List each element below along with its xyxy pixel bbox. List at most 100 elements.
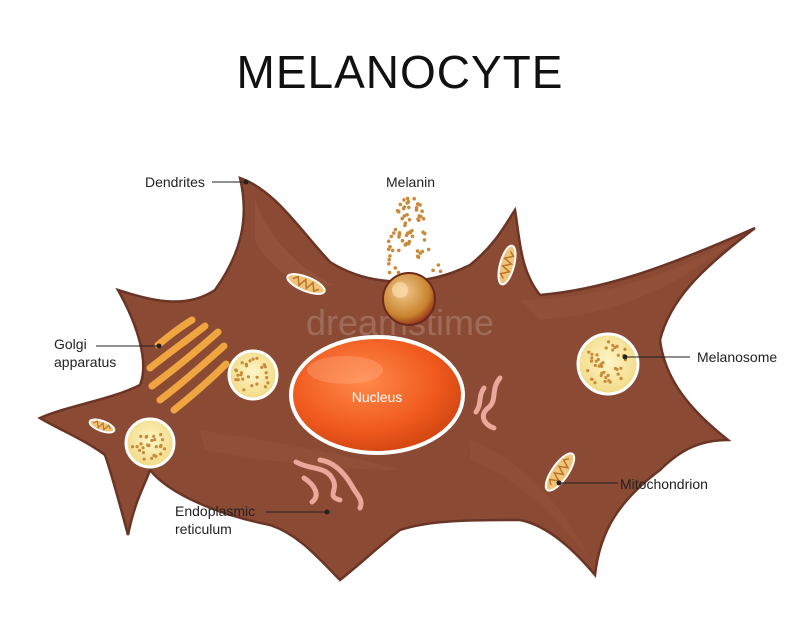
granule-dot: [587, 350, 591, 354]
granule-dot: [234, 368, 238, 372]
granule-dot: [255, 382, 259, 386]
granule-dot: [606, 373, 610, 377]
granule-dot: [141, 446, 145, 450]
mitochondrion: [544, 452, 576, 492]
melanin-granule: [407, 205, 411, 210]
melanin-granule: [407, 218, 412, 222]
granule-dot: [593, 381, 597, 385]
granule-dot: [611, 348, 615, 352]
granule-dot: [154, 454, 158, 458]
granule-dot: [159, 443, 163, 448]
melanin-granule: [415, 254, 420, 259]
melanin-granule: [404, 233, 409, 238]
granule-dot: [590, 356, 594, 360]
label-melanosome: Melanosome: [697, 349, 777, 365]
melanin-granule: [400, 216, 405, 221]
melanin-granule: [401, 206, 406, 211]
melanin-granule: [438, 269, 443, 274]
melanin-granules: [386, 196, 443, 275]
golgi-apparatus: [146, 316, 230, 414]
granule-dot: [236, 378, 240, 382]
granule-dot: [150, 438, 154, 443]
granule-dot: [262, 363, 266, 367]
nucleus: [289, 335, 465, 455]
melanin-granule: [405, 201, 410, 205]
melanin-granule: [387, 262, 391, 266]
granule-dot: [142, 457, 146, 461]
granule-dot: [255, 356, 259, 360]
granule-dot: [246, 375, 250, 379]
granule-dot: [250, 384, 254, 388]
label-melanin: Melanin: [386, 174, 435, 190]
granule-dot: [255, 375, 259, 379]
granule-dot: [145, 443, 150, 447]
granule-dot: [139, 442, 143, 446]
melanin-granule: [420, 209, 424, 214]
melanin-granule: [388, 244, 392, 249]
melanin-granule: [436, 263, 441, 267]
melanin-granule: [387, 270, 392, 275]
granule-dot: [234, 378, 238, 382]
melanin-granule: [412, 196, 417, 201]
granule-dot: [145, 434, 149, 438]
melanin-granule: [405, 213, 409, 217]
endoplasmic-reticulum: [293, 457, 364, 511]
melanin-granule: [387, 257, 392, 262]
granule-dot: [150, 456, 154, 460]
melanin-granule: [396, 270, 401, 275]
granule-dot: [265, 376, 269, 380]
granule-dot: [619, 366, 623, 370]
melanin-granule: [418, 251, 423, 255]
label-mitochondrion: Mitochondrion: [620, 476, 708, 492]
granule-dot: [159, 452, 163, 456]
vesicle-highlight: [392, 282, 408, 298]
melanosome: [124, 417, 176, 469]
granule-dot: [242, 388, 246, 392]
nucleus-label: Nucleus: [352, 389, 403, 405]
granule-dot: [153, 438, 157, 442]
melanin-granule: [392, 231, 396, 235]
melanin-granule: [415, 249, 420, 253]
melanin-granule: [431, 268, 435, 273]
melanin-granule: [423, 231, 427, 236]
melanin-granule: [418, 203, 422, 207]
label-er-1: Endoplasmic: [175, 503, 255, 519]
melanin-granule: [417, 214, 422, 218]
mitochondrion: [88, 418, 116, 434]
melanin-granule: [398, 202, 403, 207]
diagram-title: MELANOCYTE: [237, 46, 564, 98]
leader-lines: [96, 179, 690, 515]
nucleus-highlight: [307, 356, 383, 384]
granule-dot: [603, 379, 607, 383]
granule-dot: [241, 377, 245, 381]
cytoplasm-fold: [255, 200, 335, 286]
label-golgi-2: apparatus: [54, 354, 116, 370]
granule-dot: [595, 353, 599, 357]
melanin-granule: [416, 217, 420, 221]
melanin-granule: [402, 198, 406, 202]
melanin-granule: [406, 242, 411, 246]
granule-dot: [266, 381, 270, 385]
granule-dot: [619, 376, 623, 380]
granule-dot: [152, 434, 156, 438]
melanin-granule: [389, 234, 394, 239]
granule-dot: [130, 445, 135, 449]
granule-dot: [589, 359, 594, 363]
melanin-granule: [402, 214, 407, 218]
granule-dot: [616, 372, 620, 376]
melanin-granule: [410, 234, 415, 239]
melanin-granule: [395, 209, 400, 213]
mitochondrion: [286, 273, 326, 295]
granule-dot: [160, 438, 165, 442]
melanin-granule: [405, 196, 410, 201]
label-er-2: reticulum: [175, 521, 232, 537]
melanin-granule: [393, 227, 398, 232]
label-golgi-1: Golgi: [54, 336, 87, 352]
melanin-granule: [393, 266, 398, 270]
granule-dot: [263, 385, 267, 389]
melanin-vesicle: [382, 272, 436, 326]
granule-dot: [154, 445, 158, 449]
label-dendrites: Dendrites: [145, 174, 205, 190]
melanin-granule: [421, 217, 426, 221]
